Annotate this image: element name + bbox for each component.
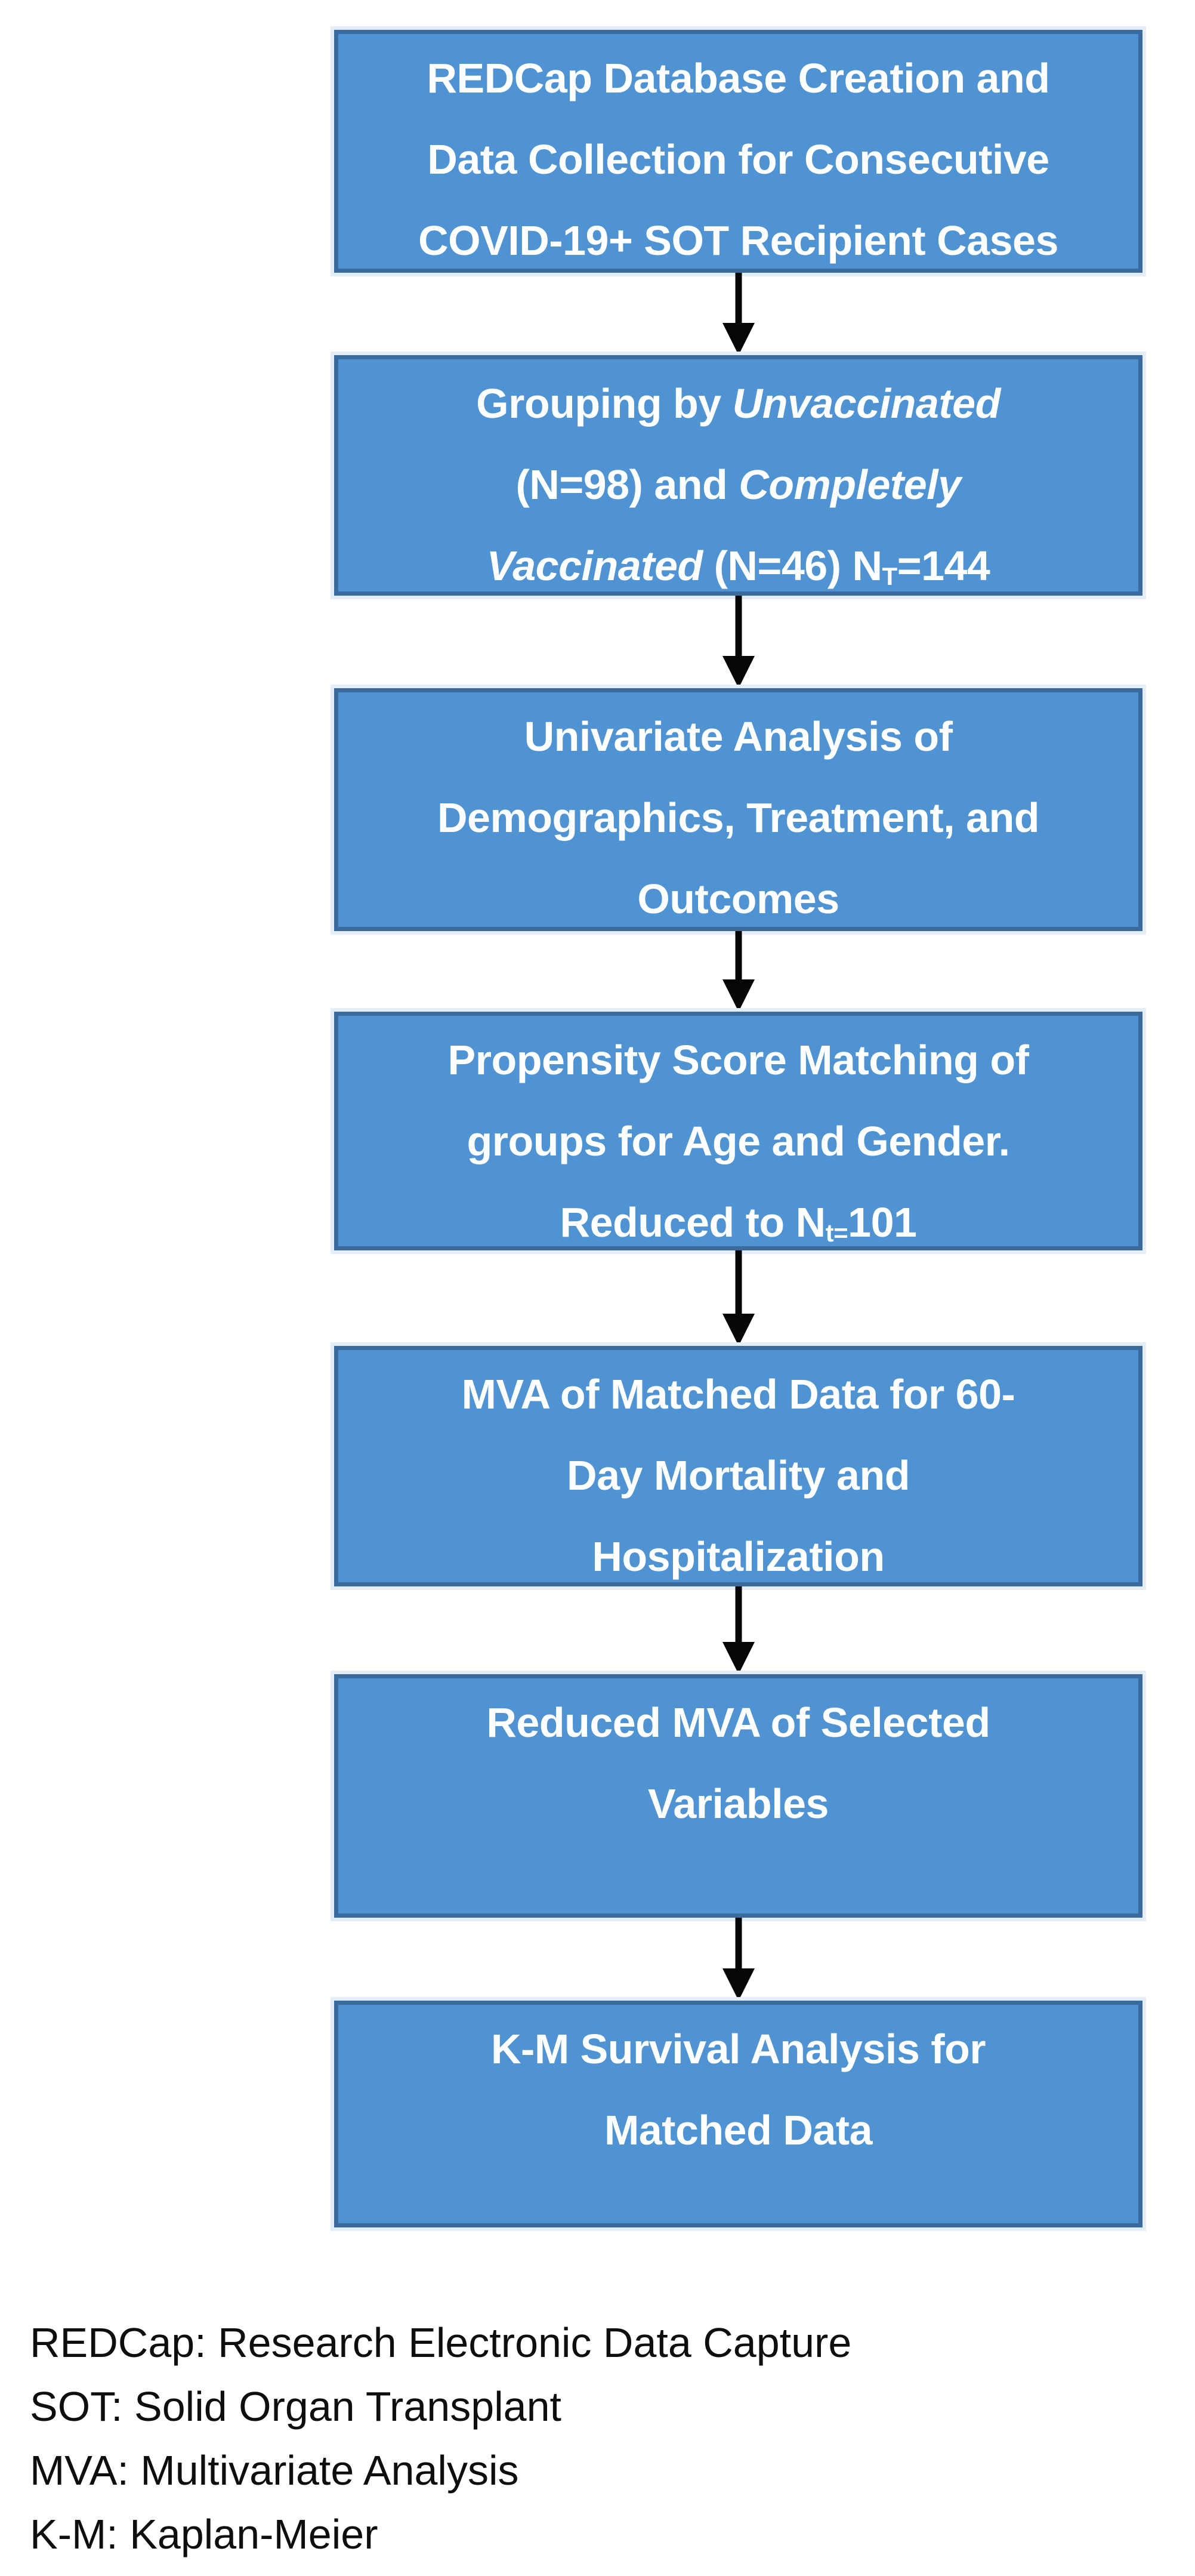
flow-box-text: MVA of Matched Data for 60- Day Mortalit… — [338, 1350, 1138, 1597]
line-segment: Propensity Score Matching of — [447, 1037, 1029, 1083]
arrow-down-icon — [722, 1314, 755, 1346]
flow-box-grouping-by-vaccination: Grouping by Unvaccinated (N=98) and Comp… — [334, 355, 1142, 596]
line-segment: MVA of Matched Data for 60- — [461, 1371, 1015, 1418]
line-segment-subscript: T — [882, 562, 898, 591]
flow-arrow-1 — [722, 273, 755, 355]
arrow-down-icon — [722, 323, 755, 355]
flow-box-text: K-M Survival Analysis for Matched Data — [338, 2005, 1138, 2171]
line-segment: Demographics, Treatment, and — [437, 794, 1040, 841]
line-segment: (N=46) N — [702, 543, 882, 589]
flow-box-univariate-analysis: Univariate Analysis of Demographics, Tre… — [334, 688, 1142, 931]
flow-box-text: Propensity Score Matching of groups for … — [338, 1016, 1138, 1269]
flow-box-km-survival-analysis: K-M Survival Analysis for Matched Data — [334, 2001, 1142, 2227]
flow-box-reduced-mva: Reduced MVA of Selected Variables — [334, 1674, 1142, 1918]
legend-line-km: K-M: Kaplan-Meier — [30, 2511, 378, 2557]
line-segment: K-M Survival Analysis for — [490, 2026, 986, 2072]
flow-arrow-5 — [722, 1586, 755, 1674]
flow-box-propensity-score-matching: Propensity Score Matching of groups for … — [334, 1012, 1142, 1250]
line-segment-italic: Completely — [739, 461, 961, 508]
arrow-down-icon — [722, 656, 755, 688]
arrow-down-icon — [722, 979, 755, 1012]
flow-box-text: Reduced MVA of Selected Variables — [338, 1678, 1138, 1844]
flow-arrow-6 — [722, 1918, 755, 2001]
line-segment: Hospitalization — [592, 1533, 885, 1580]
line-segment: Data Collection for Consecutive — [427, 136, 1049, 183]
legend-line-mva: MVA: Multivariate Analysis — [30, 2447, 519, 2494]
flow-box-text: Grouping by Unvaccinated (N=98) and Comp… — [338, 359, 1138, 612]
line-segment: Day Mortality and — [567, 1452, 910, 1499]
line-segment-italic: Vaccinated — [486, 543, 703, 589]
flow-arrow-2 — [722, 596, 755, 688]
arrow-stem — [735, 1918, 742, 1974]
flow-arrow-4 — [722, 1250, 755, 1346]
legend-line-sot: SOT: Solid Organ Transplant — [30, 2383, 561, 2430]
arrow-stem — [735, 273, 742, 329]
line-segment: Matched Data — [604, 2107, 873, 2153]
abbreviation-legend: REDCap: Research Electronic Data Capture… — [30, 2311, 851, 2566]
line-segment: REDCap Database Creation and — [427, 55, 1050, 101]
line-segment: (N=98) and — [515, 461, 739, 508]
line-segment-subscript: t= — [825, 1219, 848, 1247]
flow-arrow-3 — [722, 931, 755, 1012]
flow-box-text: REDCap Database Creation and Data Collec… — [338, 34, 1138, 281]
line-segment: =144 — [897, 543, 990, 589]
line-segment: Reduced MVA of Selected — [486, 1699, 990, 1746]
arrow-stem — [735, 596, 742, 662]
line-segment: Univariate Analysis of — [524, 713, 953, 760]
arrow-stem — [735, 1250, 742, 1320]
flow-box-redcap-database-creation: REDCap Database Creation and Data Collec… — [334, 30, 1142, 273]
arrow-down-icon — [722, 1968, 755, 2001]
line-segment: Reduced to N — [560, 1199, 826, 1246]
arrow-stem — [735, 1586, 742, 1648]
line-segment: COVID-19+ SOT Recipient Cases — [418, 217, 1058, 264]
line-segment: 101 — [848, 1199, 917, 1246]
legend-line-redcap: REDCap: Research Electronic Data Capture — [30, 2319, 852, 2366]
arrow-down-icon — [722, 1642, 755, 1674]
line-segment-italic: Unvaccinated — [732, 380, 1001, 427]
line-segment: groups for Age and Gender. — [467, 1118, 1010, 1164]
line-segment: Grouping by — [476, 380, 733, 427]
line-segment: Variables — [648, 1780, 829, 1827]
arrow-stem — [735, 931, 742, 985]
line-segment: Outcomes — [637, 876, 839, 922]
flow-box-mva-matched-data: MVA of Matched Data for 60- Day Mortalit… — [334, 1346, 1142, 1586]
flow-box-text: Univariate Analysis of Demographics, Tre… — [338, 692, 1138, 939]
